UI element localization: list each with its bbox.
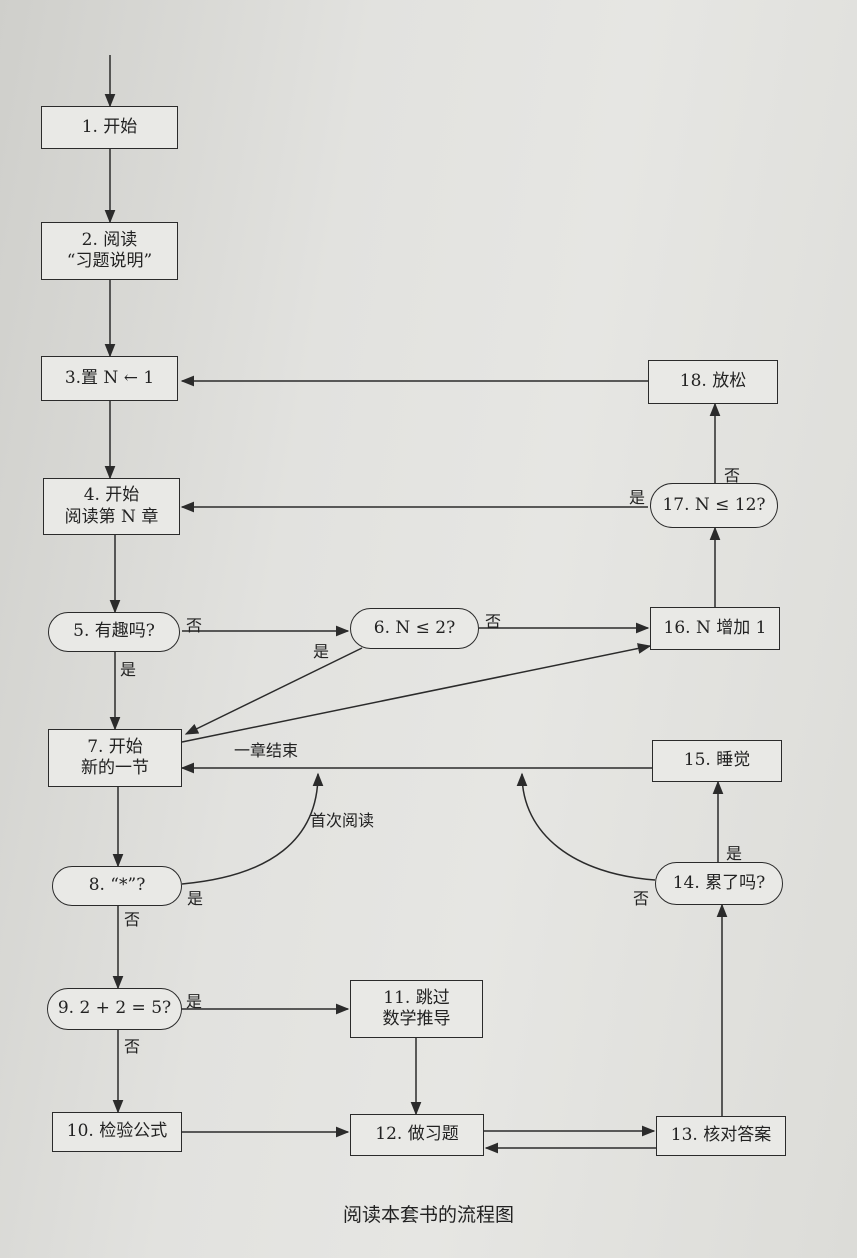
node-2-read-instructions: 2. 阅读 “习题说明” [41, 222, 178, 280]
edge-label-17-yes: 是 [629, 488, 646, 507]
node-13-check-answers: 13. 核对答案 [656, 1116, 786, 1156]
edge-label-chapter-end: 一章结束 [234, 741, 299, 760]
edge-label-14-no: 否 [633, 889, 650, 908]
node-11-skip-math: 11. 跳过 数学推导 [350, 980, 483, 1038]
edge-label-6-no: 否 [485, 612, 502, 631]
node-5-interesting: 5. 有趣吗? [48, 612, 180, 652]
node-17-n-le-12: 17. N ≤ 12? [650, 483, 778, 528]
edge-label-17-no: 否 [724, 466, 741, 485]
node-14-tired: 14. 累了吗? [655, 862, 783, 905]
figure-caption: 阅读本套书的流程图 [342, 1204, 514, 1226]
node-6-n-le-2: 6. N ≤ 2? [350, 608, 479, 649]
node-1-start: 1. 开始 [41, 106, 178, 149]
edge-label-5-no: 否 [186, 616, 203, 635]
node-15-sleep: 15. 睡觉 [652, 740, 782, 782]
arrow-6-7 [184, 647, 363, 735]
node-7-start-section: 7. 开始 新的一节 [48, 729, 182, 787]
edge-label-5-yes: 是 [120, 660, 137, 679]
arrow-7-16 [181, 643, 652, 743]
node-16-increment-n: 16. N 增加 1 [650, 607, 780, 650]
node-12-do-exercises: 12. 做习题 [350, 1114, 484, 1156]
edge-label-8-no: 否 [124, 910, 141, 929]
edge-label-first-read: 首次阅读 [310, 811, 375, 830]
node-3-set-n: 3.置 N ← 1 [41, 356, 178, 401]
edge-label-9-yes: 是 [186, 992, 203, 1011]
edge-label-9-no: 否 [124, 1037, 141, 1056]
node-4-start-chapter: 4. 开始 阅读第 N 章 [43, 478, 180, 535]
node-9-two-plus-two: 9. 2 + 2 = 5? [47, 988, 182, 1030]
arrow-14-7-tired [516, 772, 656, 881]
node-10-check-formulas: 10. 检验公式 [52, 1112, 182, 1152]
node-8-star: 8. “*”? [52, 866, 182, 906]
edge-label-6-yes: 是 [313, 642, 330, 661]
arrow-8-7-first-read [181, 772, 324, 885]
edge-label-14-yes: 是 [726, 844, 743, 863]
node-18-relax: 18. 放松 [648, 360, 778, 404]
edge-label-8-yes: 是 [187, 889, 204, 908]
